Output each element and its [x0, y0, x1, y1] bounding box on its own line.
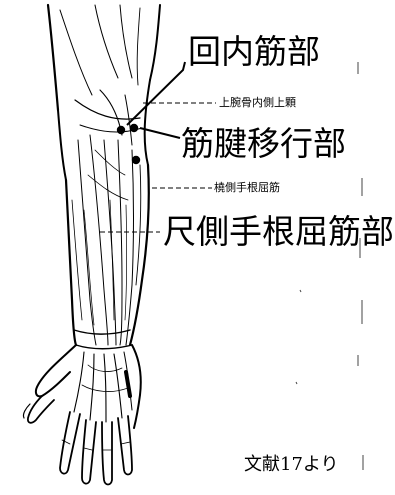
label-fcu: 尺側手根屈筋部	[163, 215, 394, 248]
label-medial-epicondyle: 上腕骨内側上顆	[219, 97, 296, 108]
citation-text: 文献17より	[244, 456, 339, 474]
pronator-point	[117, 126, 125, 134]
label-tendon-transition: 筋腱移行部	[181, 127, 346, 160]
label-pronator: 回内筋部	[188, 35, 320, 68]
fcr-point	[132, 156, 140, 164]
tendon-transition-point	[130, 124, 138, 132]
label-fcr: 橈側手根屈筋	[214, 182, 280, 193]
